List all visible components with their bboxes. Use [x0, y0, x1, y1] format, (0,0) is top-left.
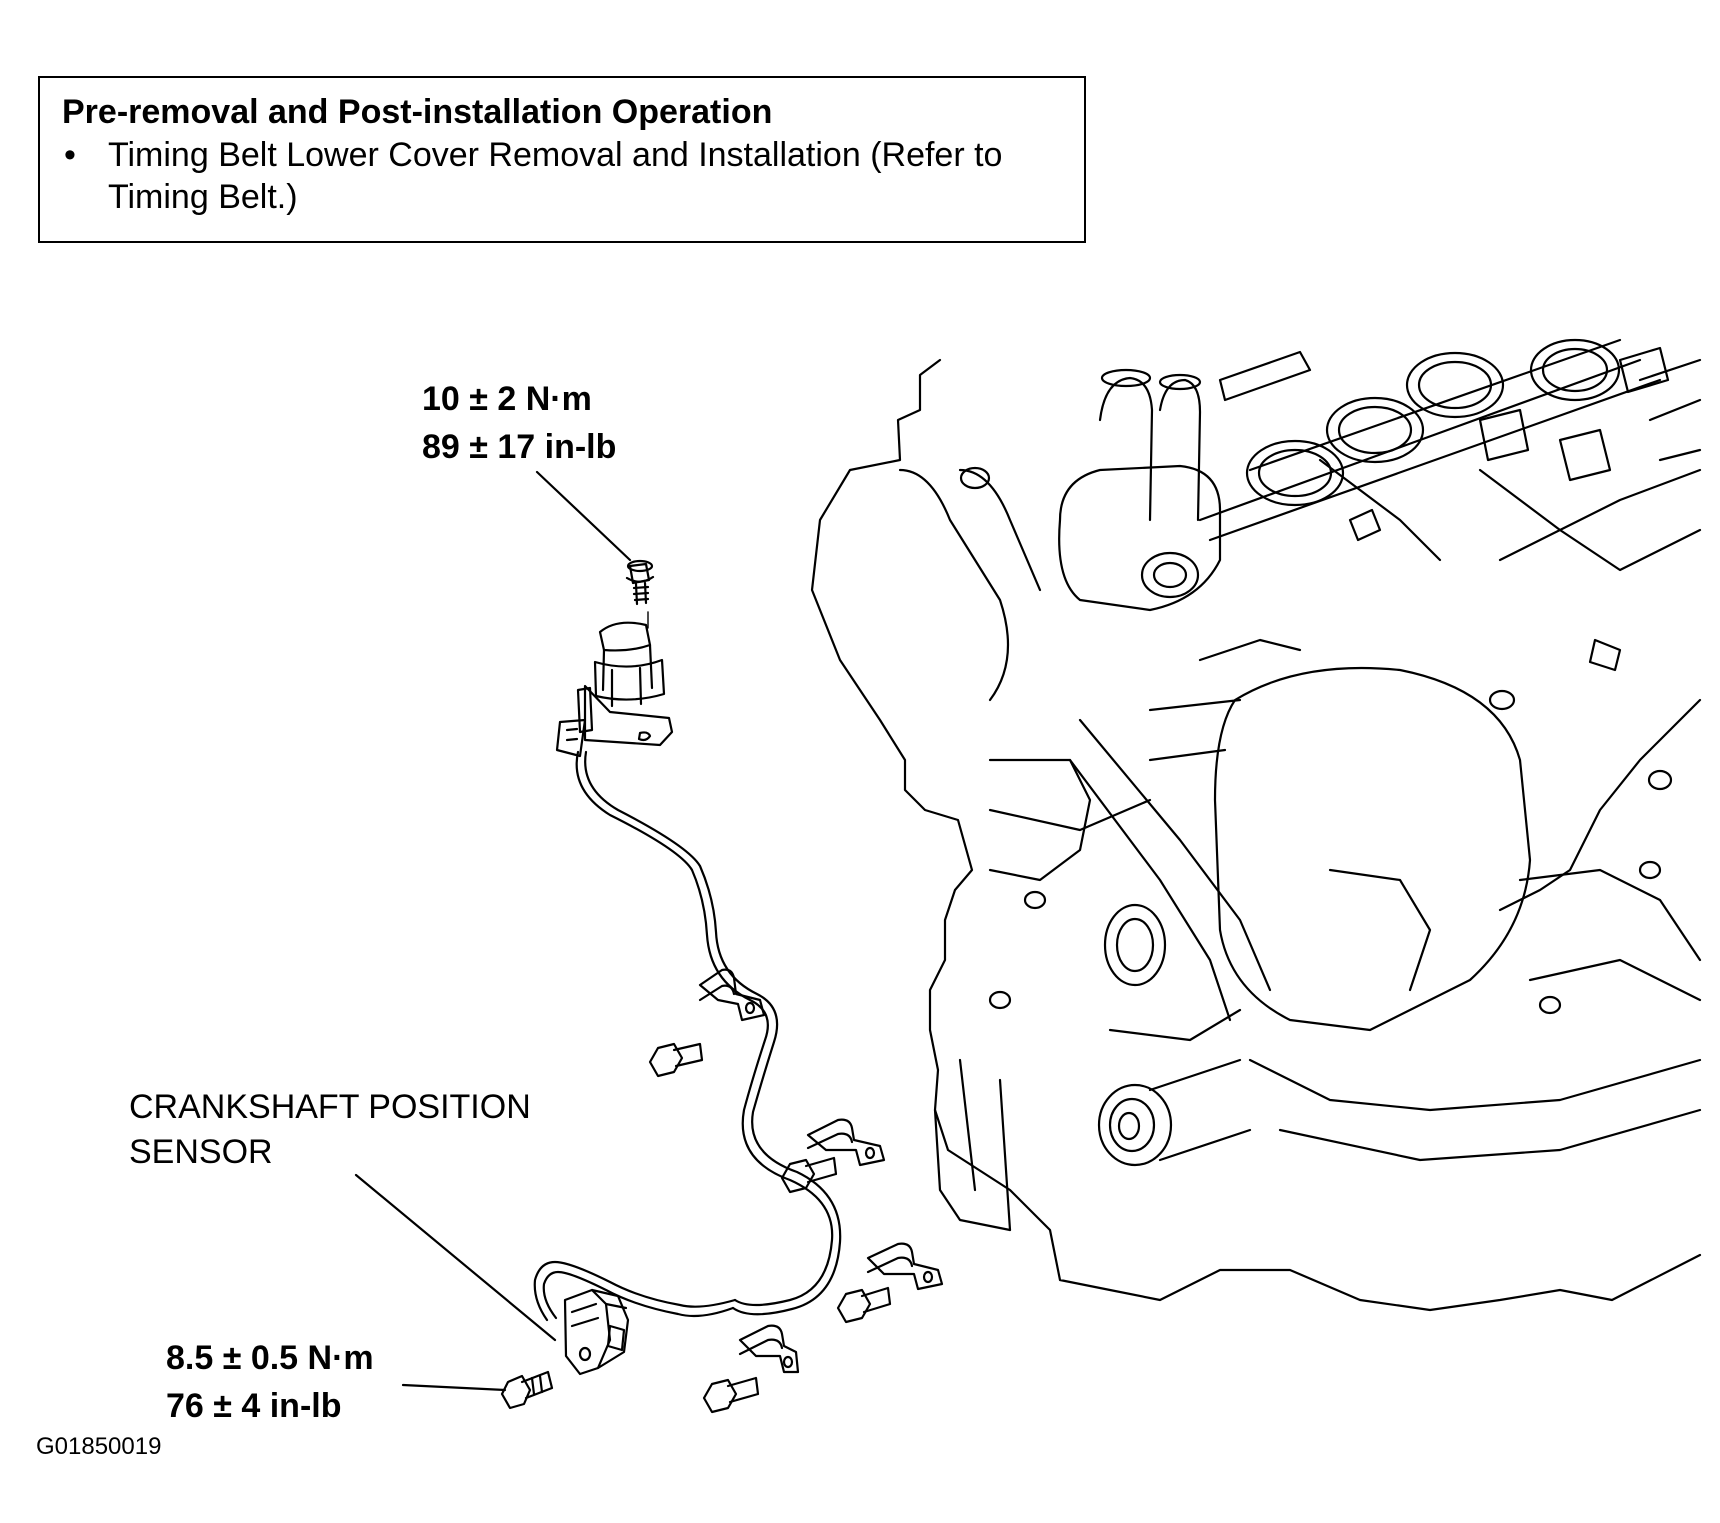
lower-torque-leader: [401, 1383, 507, 1392]
upper-torque-metric: 10 ± 2 N·m: [422, 380, 592, 418]
leader-lines: [354, 470, 632, 1392]
sensor-body-upper: [555, 621, 674, 758]
clamp-4: [738, 1324, 800, 1374]
upper-torque-leader: [535, 470, 632, 562]
lower-torque-imperial: 76 ± 4 in-lb: [166, 1387, 342, 1425]
bullet-icon: •: [64, 136, 76, 174]
clamp-bolt-4-icon: [702, 1376, 760, 1414]
sensor-label-leader: [354, 1173, 557, 1342]
sensor-label-line2: SENSOR: [129, 1133, 273, 1171]
clamp-2: [806, 1118, 886, 1167]
upper-torque-imperial: 89 ± 17 in-lb: [422, 428, 617, 466]
clamp-1: [698, 968, 766, 1022]
engine-assembly: [810, 338, 1702, 1312]
sensor-label-line1: CRANKSHAFT POSITION: [129, 1088, 531, 1126]
note-list: • Timing Belt Lower Cover Removal and In…: [62, 134, 1062, 218]
clamp-bolt-1-icon: [648, 1042, 704, 1078]
clamp-bolt-3-icon: [836, 1286, 892, 1324]
upper-bolt-icon: [625, 559, 655, 629]
lower-torque-spec: 8.5 ± 0.5 N·m 76 ± 4 in-lb: [166, 1334, 374, 1430]
clamp-bolt-2-icon: [780, 1156, 838, 1194]
note-title: Pre-removal and Post-installation Operat…: [62, 93, 773, 131]
upper-torque-spec: 10 ± 2 N·m 89 ± 17 in-lb: [422, 375, 616, 471]
note-item-text: Timing Belt Lower Cover Removal and Inst…: [108, 136, 1003, 216]
lower-torque-metric: 8.5 ± 0.5 N·m: [166, 1339, 374, 1377]
lower-bolt-icon: [500, 1370, 554, 1410]
sensor-harness-wire: [533, 750, 842, 1322]
note-item: • Timing Belt Lower Cover Removal and In…: [62, 134, 1062, 218]
crankshaft-position-sensor-icon: [563, 1288, 630, 1376]
crankshaft-sensor-label: CRANKSHAFT POSITION SENSOR: [129, 1085, 531, 1175]
figure-id: G01850019: [36, 1433, 162, 1460]
clamp-3: [866, 1242, 944, 1291]
pre-removal-note-box: Pre-removal and Post-installation Operat…: [38, 76, 1086, 243]
